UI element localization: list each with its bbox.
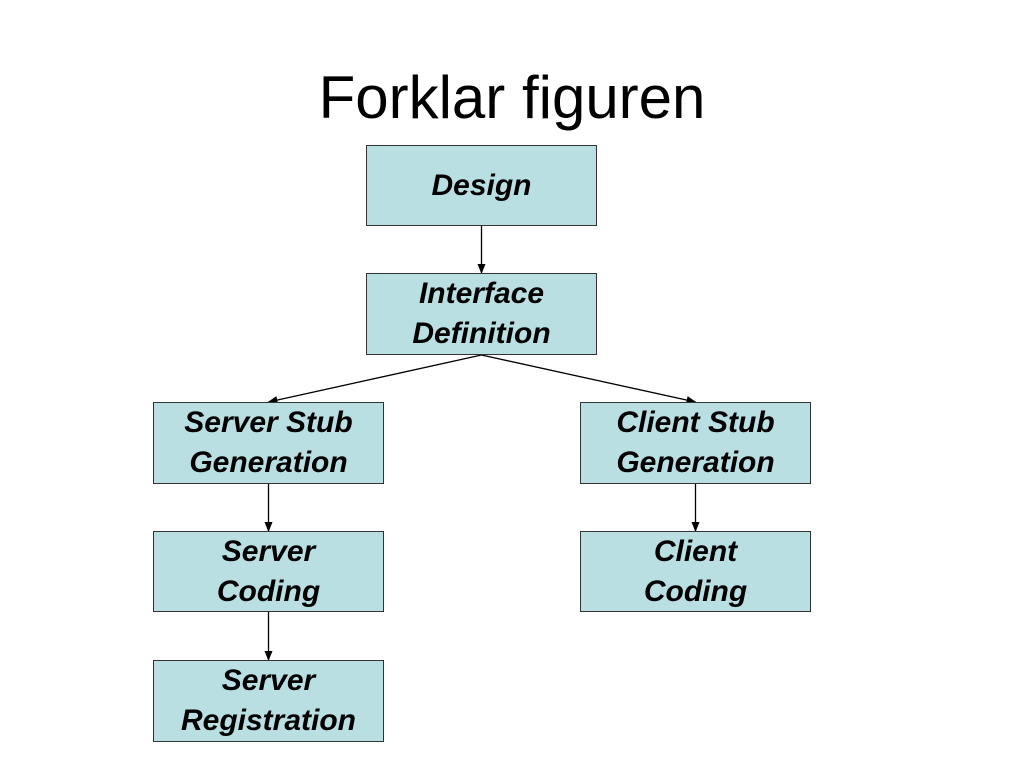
node-server-coding-label: Server Coding xyxy=(216,534,321,608)
node-interface-definition-label: Interface Definition xyxy=(412,277,551,350)
slide-title: Forklar figuren xyxy=(318,64,706,131)
arrow-interface-definition-to-client-stub-generation xyxy=(481,354,697,404)
node-client-stub-generation-label: Client Stub Generation xyxy=(616,406,775,479)
node-client-coding: Client Coding xyxy=(580,531,811,612)
node-server-stub-generation: Server Stub Generation xyxy=(153,402,384,484)
node-client-coding-label: Client Coding xyxy=(643,534,748,608)
node-design: Design xyxy=(366,145,597,226)
arrow-interface-definition-to-server-stub-generation xyxy=(267,354,482,404)
node-server-coding: Server Coding xyxy=(153,531,384,612)
node-server-registration-label: Server Registration xyxy=(180,664,357,737)
node-design-label: Design xyxy=(431,168,532,202)
node-client-stub-generation: Client Stub Generation xyxy=(580,402,811,484)
node-server-registration: Server Registration xyxy=(153,660,384,742)
node-server-stub-generation-label: Server Stub Generation xyxy=(184,406,353,479)
node-interface-definition: Interface Definition xyxy=(366,273,597,355)
